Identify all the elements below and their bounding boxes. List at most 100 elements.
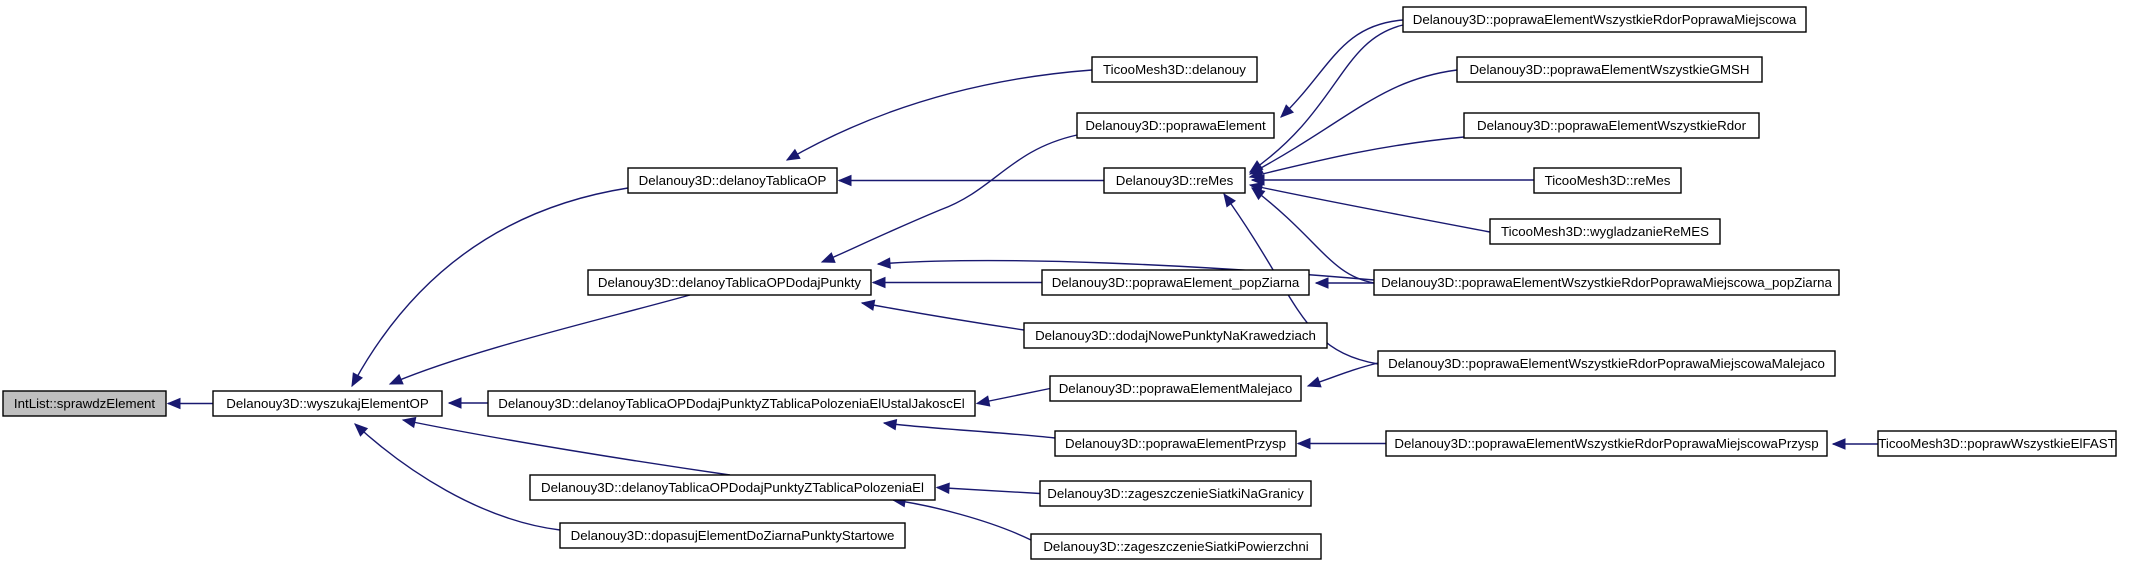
edge-ticDel-to-delTab xyxy=(786,69,1093,161)
edge-ticWyg-to-reMes xyxy=(1249,184,1491,233)
edge-zagPow-to-delDPT xyxy=(892,499,1032,541)
arrowhead xyxy=(447,397,462,409)
edge-dopas-to-wysz xyxy=(354,423,561,531)
node-popZ[interactable]: Delanouy3D::poprawaElement_popZiarna xyxy=(1041,269,1310,296)
edge-wRPM-to-popEl xyxy=(1280,19,1404,118)
node-root[interactable]: IntList::sprawdzElement xyxy=(2,390,167,417)
node-label: TicooMesh3D::delanouy xyxy=(1103,62,1246,77)
node-label: Delanouy3D::reMes xyxy=(1116,173,1234,188)
node-box xyxy=(1076,112,1275,139)
node-box xyxy=(212,390,443,417)
node-label: Delanouy3D::poprawaElementWszystkieGMSH xyxy=(1469,62,1749,77)
node-wGMSH[interactable]: Delanouy3D::poprawaElementWszystkieGMSH xyxy=(1456,56,1763,83)
node-label: Delanouy3D::poprawaElementPrzysp xyxy=(1065,436,1286,451)
node-box xyxy=(1373,269,1840,296)
node-box xyxy=(1039,480,1312,507)
edge-zagGr-to-delDPT xyxy=(936,486,1041,495)
node-label: Delanouy3D::poprawaElementMalejaco xyxy=(1059,381,1293,396)
node-box xyxy=(1023,322,1328,349)
arrowhead xyxy=(871,276,886,289)
arrowhead xyxy=(354,423,369,437)
edge-dodajN-to-delDP xyxy=(861,302,1025,331)
arrowhead xyxy=(820,252,836,263)
node-box xyxy=(587,269,872,296)
arrowhead xyxy=(1250,187,1266,201)
node-label: Delanouy3D::poprawaElementWszystkieRdorP… xyxy=(1381,275,1832,290)
node-delTab[interactable]: Delanouy3D::delanoyTablicaOP xyxy=(627,167,838,194)
node-label: Delanouy3D::poprawaElement_popZiarna xyxy=(1052,275,1300,290)
node-wRPM[interactable]: Delanouy3D::poprawaElementWszystkieRdorP… xyxy=(1402,6,1807,33)
node-label: IntList::sprawdzElement xyxy=(14,396,155,411)
node-wysz[interactable]: Delanouy3D::wyszukajElementOP xyxy=(212,390,443,417)
edge-delDPT-to-wysz xyxy=(402,419,731,476)
node-box xyxy=(1489,218,1721,245)
node-label: Delanouy3D::delanoyTablicaOPDodajPunktyZ… xyxy=(498,396,964,411)
arrowhead xyxy=(351,372,363,388)
node-box xyxy=(1030,533,1322,560)
node-box xyxy=(2,390,167,417)
arrowhead xyxy=(882,419,898,431)
node-label: Delanouy3D::wyszukajElementOP xyxy=(226,396,429,411)
node-box xyxy=(1103,167,1246,194)
node-label: Delanouy3D::poprawaElement xyxy=(1085,118,1266,133)
node-zagPow[interactable]: Delanouy3D::zageszczenieSiatkiPowierzchn… xyxy=(1030,533,1322,560)
node-label: TicooMesh3D::poprawWszystkieElFAST xyxy=(1878,436,2115,451)
edge-popPrz-to-delDPU xyxy=(883,422,1056,439)
node-box xyxy=(529,474,936,501)
edge-wRPM-to-reMes xyxy=(1249,24,1404,173)
arrowhead xyxy=(860,299,876,311)
arrowhead xyxy=(1296,437,1311,450)
node-dodajN[interactable]: Delanouy3D::dodajNowePunktyNaKrawedziach xyxy=(1023,322,1328,349)
node-delDPT[interactable]: Delanouy3D::delanoyTablicaOPDodajPunktyZ… xyxy=(529,474,936,501)
node-label: Delanouy3D::dodajNowePunktyNaKrawedziach xyxy=(1035,328,1316,343)
node-box xyxy=(559,522,906,549)
node-dopas[interactable]: Delanouy3D::dopasujElementDoZiarnaPunkty… xyxy=(559,522,906,549)
node-popPrz[interactable]: Delanouy3D::poprawaElementPrzysp xyxy=(1054,430,1297,457)
node-reMes[interactable]: Delanouy3D::reMes xyxy=(1103,167,1246,194)
edge-delDP-to-wysz xyxy=(389,294,691,385)
arrowhead xyxy=(876,257,891,269)
node-zagGr[interactable]: Delanouy3D::zageszczenieSiatkiNaGranicy xyxy=(1039,480,1312,507)
node-wRPMZ[interactable]: Delanouy3D::poprawaElementWszystkieRdorP… xyxy=(1373,269,1840,296)
node-label: Delanouy3D::poprawaElementWszystkieRdorP… xyxy=(1394,436,1818,451)
edge-wRPMM-to-reMes xyxy=(1223,193,1379,365)
node-label: Delanouy3D::delanoyTablicaOPDodajPunktyZ… xyxy=(541,480,924,495)
node-box xyxy=(1049,375,1302,402)
node-box xyxy=(1091,56,1258,83)
node-wRdor[interactable]: Delanouy3D::poprawaElementWszystkieRdor xyxy=(1463,112,1760,139)
node-wRPMM[interactable]: Delanouy3D::poprawaElementWszystkieRdorP… xyxy=(1377,350,1836,377)
arrowhead xyxy=(1223,192,1236,208)
node-delDP[interactable]: Delanouy3D::delanoyTablicaOPDodajPunkty xyxy=(587,269,872,296)
node-box xyxy=(1877,430,2117,457)
edge-popEl-to-delDP xyxy=(821,134,1078,263)
node-box xyxy=(1456,56,1763,83)
node-ticRe[interactable]: TicooMesh3D::reMes xyxy=(1533,167,1682,194)
nodes-layer: IntList::sprawdzElement Delanouy3D::wyszu… xyxy=(2,6,2117,560)
node-box xyxy=(1041,269,1310,296)
node-label: TicooMesh3D::wygladzanieReMES xyxy=(1501,224,1709,239)
node-ticDel[interactable]: TicooMesh3D::delanouy xyxy=(1091,56,1258,83)
node-popEl[interactable]: Delanouy3D::poprawaElement xyxy=(1076,112,1275,139)
node-label: TicooMesh3D::reMes xyxy=(1545,173,1671,188)
edge-wGMSH-to-reMes xyxy=(1249,69,1458,175)
node-box xyxy=(627,167,838,194)
arrowhead xyxy=(837,174,852,187)
node-ticWyg[interactable]: TicooMesh3D::wygladzanieReMES xyxy=(1489,218,1721,245)
node-popMal[interactable]: Delanouy3D::poprawaElementMalejaco xyxy=(1049,375,1302,402)
node-wRPMP[interactable]: Delanouy3D::poprawaElementWszystkieRdorP… xyxy=(1385,430,1828,457)
node-box xyxy=(1463,112,1760,139)
node-delDPU[interactable]: Delanouy3D::delanoyTablicaOPDodajPunktyZ… xyxy=(487,390,976,417)
node-label: Delanouy3D::poprawaElementWszystkieRdor xyxy=(1477,118,1747,133)
arrowhead xyxy=(1306,376,1322,388)
node-label: Delanouy3D::poprawaElementWszystkieRdorP… xyxy=(1413,12,1797,27)
arrowhead xyxy=(166,397,181,410)
arrowhead xyxy=(975,395,991,407)
edge-wRPMZ-to-reMes xyxy=(1251,187,1375,284)
edge-wRdor-to-reMes xyxy=(1249,136,1465,178)
arrowhead xyxy=(401,416,417,429)
node-box xyxy=(1402,6,1807,33)
node-ticFast[interactable]: TicooMesh3D::poprawWszystkieElFAST xyxy=(1877,430,2117,457)
arrowhead xyxy=(1831,438,1846,450)
arrowhead xyxy=(785,148,801,161)
edge-delTab-to-wysz xyxy=(351,187,629,387)
